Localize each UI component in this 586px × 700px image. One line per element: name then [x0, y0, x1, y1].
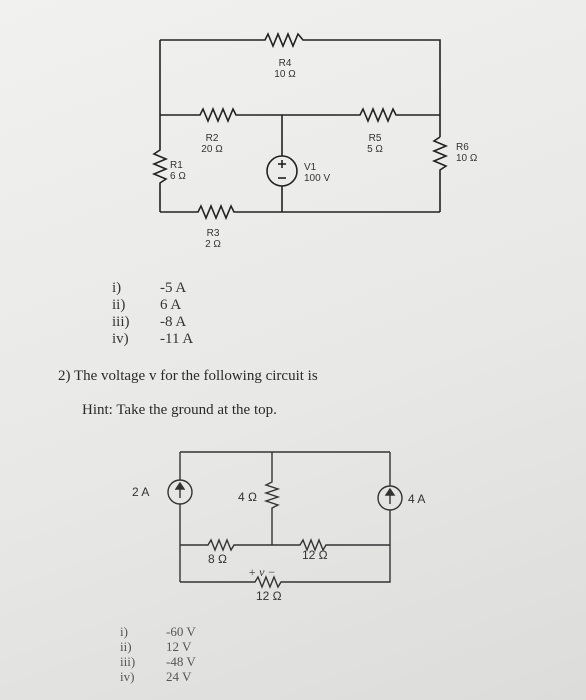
option-3-row: iii) -8 A [112, 314, 193, 331]
option-number: iv) [120, 669, 135, 684]
voltage-v-label: + v − [248, 565, 276, 579]
question-1-options: i) -5 A ii) 6 A iii) -8 A iv) -11 A [112, 280, 193, 348]
r3-name: R3 [206, 228, 220, 239]
option-number: iii) [120, 654, 136, 669]
r1-value: 6 Ω [170, 171, 186, 182]
question-2-options: i) -60 V ii) 12 V iii) -48 V iv) 24 V [120, 624, 196, 684]
r4-label: R4 10 Ω [270, 58, 300, 80]
resistor-8-ohm-label: 8 Ω [208, 552, 227, 566]
r3-value: 2 Ω [205, 239, 221, 250]
option-text: -48 V [166, 654, 196, 669]
v1-value: 100 V [304, 173, 331, 184]
r3-label: R3 2 Ω [198, 228, 228, 250]
option-number: iv) [112, 331, 129, 347]
question-2-hint: Hint: Take the ground at the top. [82, 402, 277, 418]
option-text: 24 V [166, 669, 192, 684]
option-1-row: i) -5 A [112, 280, 193, 297]
r1-name: R1 [170, 160, 183, 171]
option-text: 6 A [160, 297, 182, 313]
r6-name: R6 [456, 142, 469, 153]
r6-value: 10 Ω [456, 153, 478, 164]
resistor-12-ohm-b-label: 12 Ω [256, 589, 282, 603]
option-1-row: i) -60 V [120, 624, 196, 639]
resistor-12-ohm-a-label: 12 Ω [302, 548, 328, 562]
r2-name: R2 [205, 133, 219, 144]
option-4-row: iv) 24 V [120, 669, 196, 684]
r5-value: 5 Ω [367, 144, 383, 155]
option-text: -5 A [160, 280, 187, 296]
r5-name: R5 [368, 133, 382, 144]
source-4a-label: 4 A [408, 492, 426, 506]
r6-label: R6 10 Ω [456, 142, 490, 164]
option-2-row: ii) 12 V [120, 639, 196, 654]
source-2a-label: 2 A [132, 485, 150, 499]
option-4-row: iv) -11 A [112, 331, 193, 348]
option-number: ii) [120, 639, 132, 654]
r4-name: R4 [278, 58, 292, 69]
r1-label: R1 6 Ω [170, 160, 200, 182]
option-text: -8 A [160, 314, 187, 330]
option-number: i) [120, 624, 128, 639]
v1-label: V1 100 V [304, 162, 344, 184]
r2-value: 20 Ω [201, 144, 223, 155]
question-2-prompt: 2) The voltage v for the following circu… [58, 368, 318, 384]
r4-value: 10 Ω [274, 69, 296, 80]
option-2-row: ii) 6 A [112, 297, 193, 314]
r5-label: R5 5 Ω [360, 133, 390, 155]
resistor-4-ohm-label: 4 Ω [238, 490, 257, 504]
r2-label: R2 20 Ω [195, 133, 229, 155]
option-number: iii) [112, 314, 130, 330]
option-number: ii) [112, 297, 126, 313]
option-text: 12 V [166, 639, 192, 654]
option-text: -60 V [166, 624, 196, 639]
option-text: -11 A [160, 331, 194, 347]
option-3-row: iii) -48 V [120, 654, 196, 669]
v1-name: V1 [304, 162, 317, 173]
option-number: i) [112, 280, 122, 296]
